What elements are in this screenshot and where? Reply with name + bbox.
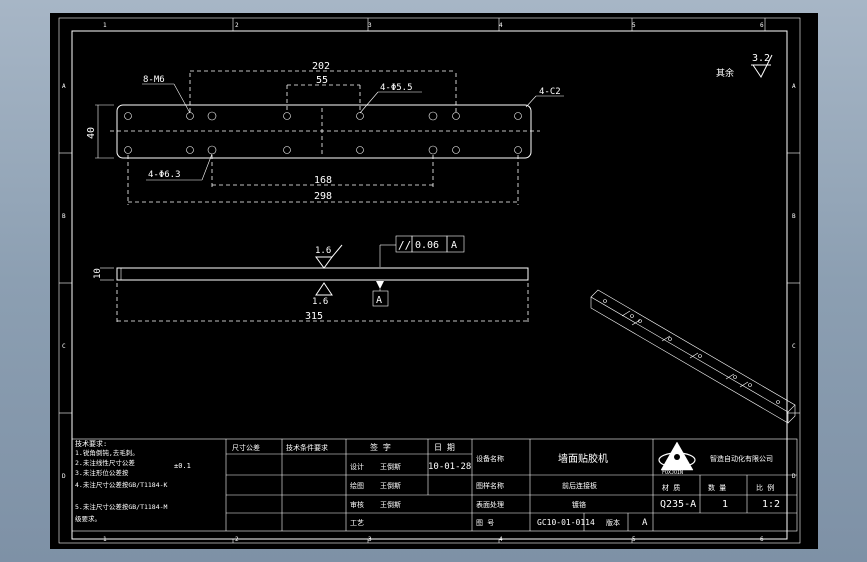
equipment-name: 墙面贴胶机 xyxy=(558,452,608,465)
parallelism-tolerance: 0.06 xyxy=(415,240,439,251)
side-plate-outline xyxy=(116,267,529,281)
part-label: 图样名称 xyxy=(476,481,504,490)
zone-ticks xyxy=(59,18,800,543)
drawing-sheet: 1 2 3 4 5 6 1 2 3 4 5 6 A B C D A B C D … xyxy=(50,13,818,549)
zone-col-3: 3 xyxy=(368,22,372,29)
logo-text: FOXJOIN xyxy=(662,470,683,476)
process-label: 工艺 xyxy=(350,519,364,527)
tech-line-6: 级要求。 xyxy=(75,514,101,523)
dim-315: 315 xyxy=(305,311,323,322)
datum-triangle-icon xyxy=(376,281,384,289)
zone-row-a: A xyxy=(62,83,66,90)
front-view: 202 55 8-M6 4-Φ5.5 4-C2 40 4-Φ6.3 168 29… xyxy=(86,61,564,205)
tech-line-1: 1.锐角倒钝,去毛刺。 xyxy=(75,448,139,457)
parallelism-datum: A xyxy=(451,240,457,251)
tech-title: 技术要求: xyxy=(75,439,107,448)
roughness-top-icon xyxy=(315,244,343,269)
dim-4-phi-6-3: 4-Φ6.3 xyxy=(148,170,181,180)
zone-col-2: 2 xyxy=(235,22,239,29)
company-name: 智造自动化有限公司 xyxy=(710,454,773,463)
title-block-grid xyxy=(71,438,798,532)
holes-top-row xyxy=(124,111,522,155)
title-block: 尺寸公差 技术条件要求 签 字 日 期 设计 王倒斯 10-01-28 绘图 王… xyxy=(232,441,780,528)
dim-55: 55 xyxy=(316,75,328,86)
isometric-view xyxy=(590,289,796,424)
datum-label: A xyxy=(376,295,382,306)
zone-col-4-bottom: 4 xyxy=(499,536,503,543)
dim-4-phi-5-5: 4-Φ5.5 xyxy=(380,83,413,93)
zone-col-2-bottom: 2 xyxy=(235,536,239,543)
quantity: 1 xyxy=(722,499,728,510)
zone-col-1-bottom: 1 xyxy=(103,536,107,543)
material-label: 材 质 xyxy=(662,483,680,492)
check-label: 审核 xyxy=(350,500,364,509)
zone-col-3-bottom: 3 xyxy=(368,536,372,543)
zone-col-5: 5 xyxy=(632,22,636,29)
size-label: 尺寸公差 xyxy=(232,443,260,452)
version: A xyxy=(642,518,648,528)
roughness-top: 1.6 xyxy=(315,246,331,256)
tech-line-4: 4.未注尺寸公差按GB/T1184-K xyxy=(75,480,168,489)
zone-col-1: 1 xyxy=(103,22,107,29)
roughness-symbol-icon xyxy=(751,54,773,78)
tech-line-2: 2.未注线性尺寸公差 xyxy=(75,458,135,467)
material: Q235-A xyxy=(660,499,696,510)
surface-finish-note: 其余 3.2 xyxy=(716,53,773,79)
finish-label: 其余 xyxy=(716,67,734,79)
dim-168: 168 xyxy=(314,175,332,186)
design-label: 设计 xyxy=(350,462,364,471)
parallelism-icon: // xyxy=(398,239,411,252)
quantity-label: 数 量 xyxy=(708,483,726,492)
dim-4-c2: 4-C2 xyxy=(539,87,561,97)
dim-10: 10 xyxy=(93,268,103,279)
plate-outline xyxy=(116,104,532,159)
drawer: 王倒斯 xyxy=(380,481,401,490)
zone-row-c-right: C xyxy=(792,343,796,350)
company-logo-icon xyxy=(658,441,696,471)
equipment-label: 设备名称 xyxy=(476,454,504,463)
version-label: 版本 xyxy=(606,518,620,527)
signature-label: 签 字 xyxy=(370,442,391,452)
zone-col-6: 6 xyxy=(760,22,764,29)
finish-value: 3.2 xyxy=(752,53,770,64)
zone-row-b-right: B xyxy=(792,213,796,220)
zone-row-a-right: A xyxy=(792,83,796,90)
zone-row-d: D xyxy=(62,473,66,480)
surface-label: 表面处理 xyxy=(476,500,504,509)
side-view: 1.6 1.6 // 0.06 A A 10 315 xyxy=(93,235,529,324)
roughness-bottom: 1.6 xyxy=(312,297,328,307)
inner-border xyxy=(71,30,788,540)
zone-col-4: 4 xyxy=(499,22,503,29)
zone-row-d-right: D xyxy=(792,473,796,480)
tech-line-3: 3.未注形位公差按 xyxy=(75,468,129,477)
design-date: 10-01-28 xyxy=(428,462,471,472)
zone-col-6-bottom: 6 xyxy=(760,536,764,543)
zone-labels: 1 2 3 4 5 6 1 2 3 4 5 6 A B C D A B C D xyxy=(62,22,796,543)
cad-drawing: 1 2 3 4 5 6 1 2 3 4 5 6 A B C D A B C D … xyxy=(58,17,801,544)
date-label: 日 期 xyxy=(434,443,455,452)
scale: 1:2 xyxy=(762,499,780,510)
dim-8-m6: 8-M6 xyxy=(143,75,165,85)
part-name: 前后连接板 xyxy=(562,481,597,490)
tech-requirements: 技术要求: 1.锐角倒钝,去毛刺。 2.未注线性尺寸公差 3.未注形位公差按 4… xyxy=(75,439,191,523)
drawing-no: GC10-01-0114 xyxy=(537,518,595,527)
tech-line-5: 5.未注尺寸公差按GB/T1184-M xyxy=(75,502,168,511)
drawn-label: 绘图 xyxy=(350,481,364,490)
roughness-bottom-icon xyxy=(315,282,333,296)
zone-col-5-bottom: 5 xyxy=(632,536,636,543)
dim-298: 298 xyxy=(314,191,332,202)
dim-202: 202 xyxy=(312,61,330,72)
zone-row-c: C xyxy=(62,343,66,350)
tolerance-note: ±0.1 xyxy=(174,462,191,470)
scale-label: 比 例 xyxy=(756,483,774,492)
surface-treatment: 镀铬 xyxy=(572,500,586,509)
tech-cond-label: 技术条件要求 xyxy=(286,443,328,452)
dim-40: 40 xyxy=(86,127,97,139)
zone-row-b: B xyxy=(62,213,66,220)
drawing-no-label: 图 号 xyxy=(476,519,494,527)
designer: 王倒斯 xyxy=(380,462,401,471)
outer-border xyxy=(58,17,801,544)
checker: 王倒斯 xyxy=(380,500,401,509)
